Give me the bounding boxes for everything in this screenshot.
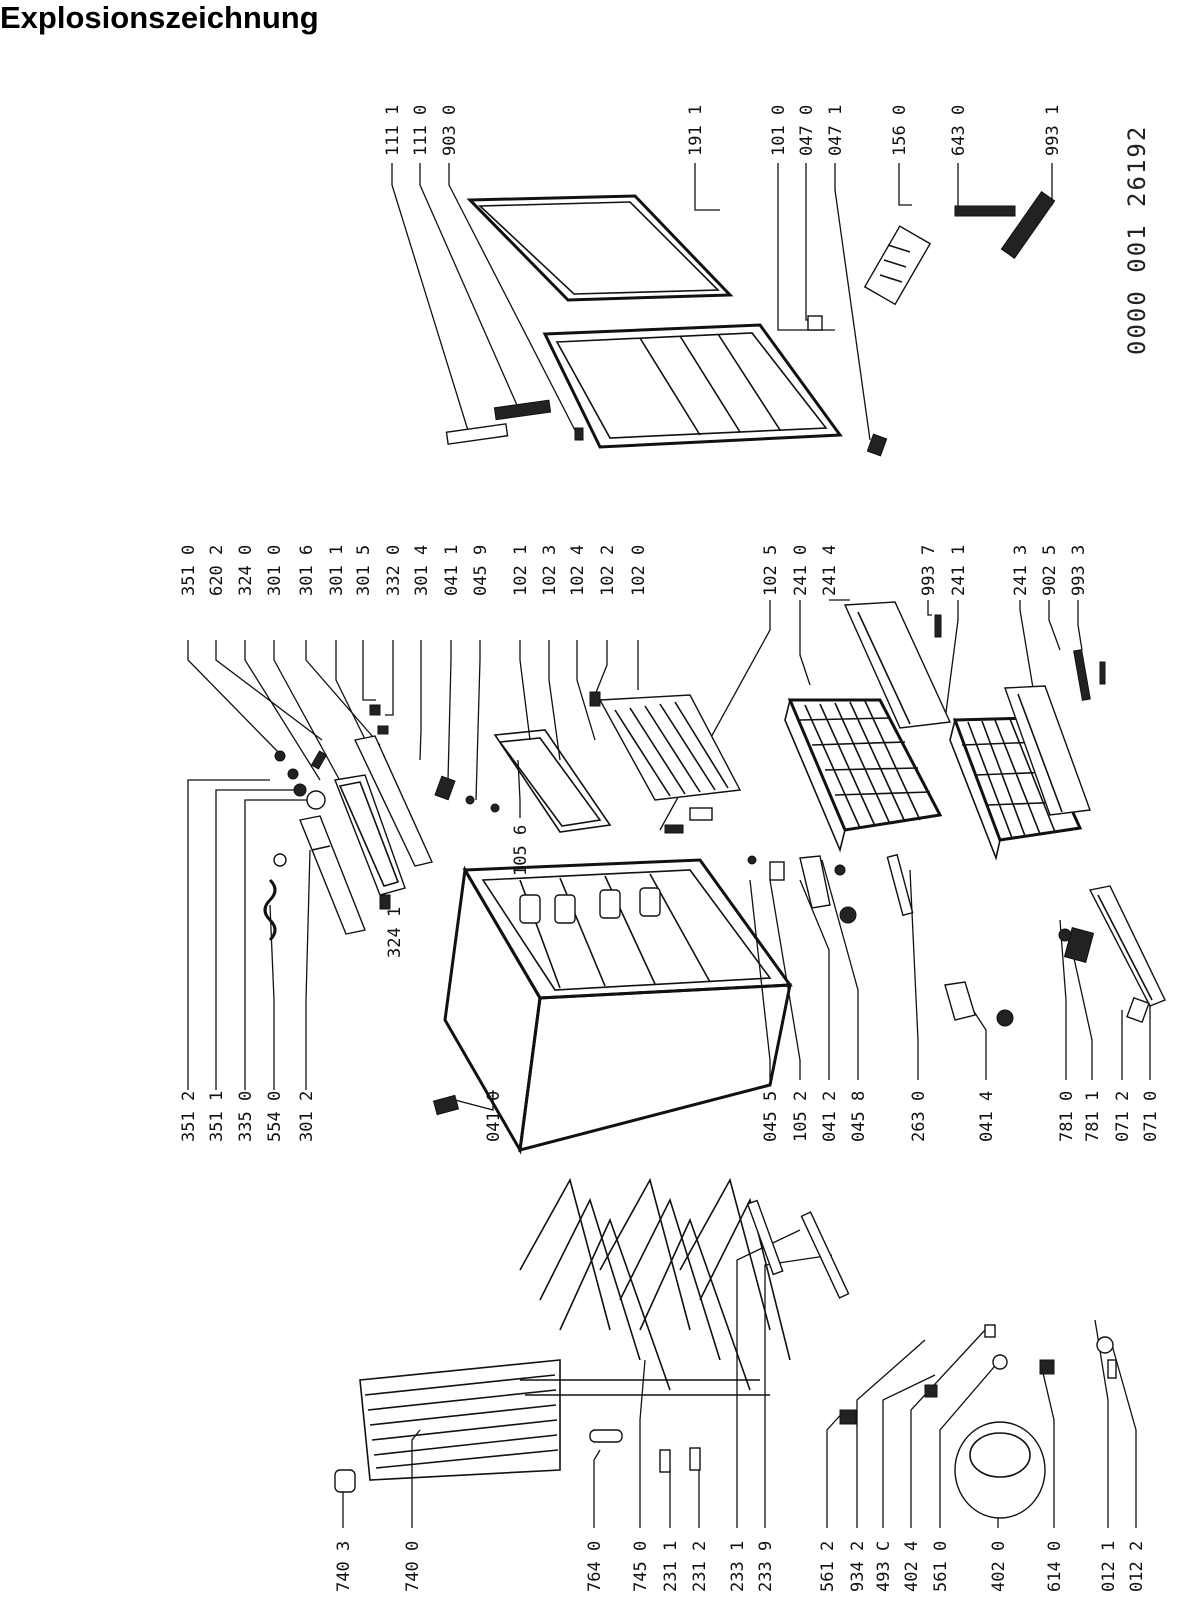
part-label: 993 1 (1043, 105, 1063, 156)
part-label: 233 9 (756, 1541, 776, 1592)
part-label: 041 2 (820, 1091, 840, 1142)
part-label: 191 1 (686, 105, 706, 156)
part-label: 332 0 (384, 545, 404, 596)
part-label: 045 9 (471, 545, 491, 596)
part-label: 902 5 (1040, 545, 1060, 596)
part-label: 561 2 (818, 1541, 838, 1592)
door-gasket (466, 194, 734, 302)
condenser (334, 1359, 561, 1493)
part-label: 301 5 (354, 545, 374, 596)
part-label: 111 1 (383, 105, 403, 156)
part-label: 324 0 (236, 545, 256, 596)
part-label: 301 6 (297, 545, 317, 596)
compressor (839, 1324, 1117, 1519)
part-label: 993 3 (1069, 545, 1089, 596)
cabinet (443, 858, 793, 1155)
part-label: 071 2 (1113, 1091, 1133, 1142)
door-panel (542, 323, 843, 449)
part-label: 102 4 (568, 545, 588, 596)
part-label: 301 1 (327, 545, 347, 596)
part-label: 156 0 (890, 105, 910, 156)
part-label: 241 3 (1011, 545, 1031, 596)
part-label: 241 0 (791, 545, 811, 596)
part-label: 231 2 (690, 1541, 710, 1592)
part-label: 045 5 (761, 1091, 781, 1142)
hinges-and-feet (432, 853, 1166, 1116)
control-panel-parts (263, 704, 433, 942)
part-label: 102 0 (629, 545, 649, 596)
part-label: 102 5 (761, 545, 781, 596)
page-title: Explosionszeichnung (0, 0, 319, 35)
part-label: 554 0 (265, 1091, 285, 1142)
part-label: 740 0 (403, 1541, 423, 1592)
part-label: 740 3 (334, 1541, 354, 1592)
part-label: 047 1 (826, 105, 846, 156)
door-handle-parts (445, 315, 888, 457)
document-number: 0000 001 26192 (1123, 125, 1151, 355)
part-label: 643 0 (949, 105, 969, 156)
part-label: 402 0 (989, 1541, 1009, 1592)
part-label: 111 0 (411, 105, 431, 156)
part-label: 993 7 (919, 545, 939, 596)
part-label: 102 1 (511, 545, 531, 596)
part-label: 614 0 (1045, 1541, 1065, 1592)
part-label: 047 0 (797, 105, 817, 156)
part-label: 351 2 (179, 1091, 199, 1142)
part-label: 071 0 (1141, 1091, 1161, 1142)
part-label: 934 2 (848, 1541, 868, 1592)
part-label: 041 4 (977, 1091, 997, 1142)
refrigerant-lines (589, 1199, 850, 1473)
part-label: 101 0 (769, 105, 789, 156)
part-label: 041 1 (442, 545, 462, 596)
part-labels: 111 1 111 0 903 0 191 1 101 0 047 0 047 … (179, 105, 1161, 1592)
shelves-and-drawers (434, 601, 1106, 861)
part-label: 402 4 (902, 1541, 922, 1592)
part-label: 045 8 (849, 1091, 869, 1142)
part-label: 561 0 (931, 1541, 951, 1592)
part-label: 351 1 (207, 1091, 227, 1142)
part-label: 335 0 (236, 1091, 256, 1142)
part-label: 041 0 (484, 1091, 504, 1142)
part-label: 745 0 (631, 1541, 651, 1592)
ice-tray-and-scraper (863, 191, 1056, 306)
part-label: 620 2 (207, 545, 227, 596)
part-label: 781 1 (1083, 1091, 1103, 1142)
part-label: 351 0 (179, 545, 199, 596)
part-label: 301 0 (265, 545, 285, 596)
part-label: 301 2 (297, 1091, 317, 1142)
part-label: 781 0 (1057, 1091, 1077, 1142)
part-label: 903 0 (440, 105, 460, 156)
part-label: 105 6 (511, 825, 531, 876)
part-label: 102 3 (540, 545, 560, 596)
part-label: 493 C (874, 1541, 894, 1592)
part-label: 301 4 (412, 545, 432, 596)
part-label: 102 2 (598, 545, 618, 596)
part-label: 012 2 (1127, 1541, 1147, 1592)
part-label: 764 0 (585, 1541, 605, 1592)
part-label: 105 2 (791, 1091, 811, 1142)
part-label: 241 4 (820, 545, 840, 596)
part-label: 324 1 (385, 907, 405, 958)
part-label: 233 1 (728, 1541, 748, 1592)
part-label: 231 1 (661, 1541, 681, 1592)
part-label: 012 1 (1099, 1541, 1119, 1592)
part-label: 241 1 (949, 545, 969, 596)
evaporator-grid (519, 1177, 791, 1396)
part-label: 263 0 (909, 1091, 929, 1142)
